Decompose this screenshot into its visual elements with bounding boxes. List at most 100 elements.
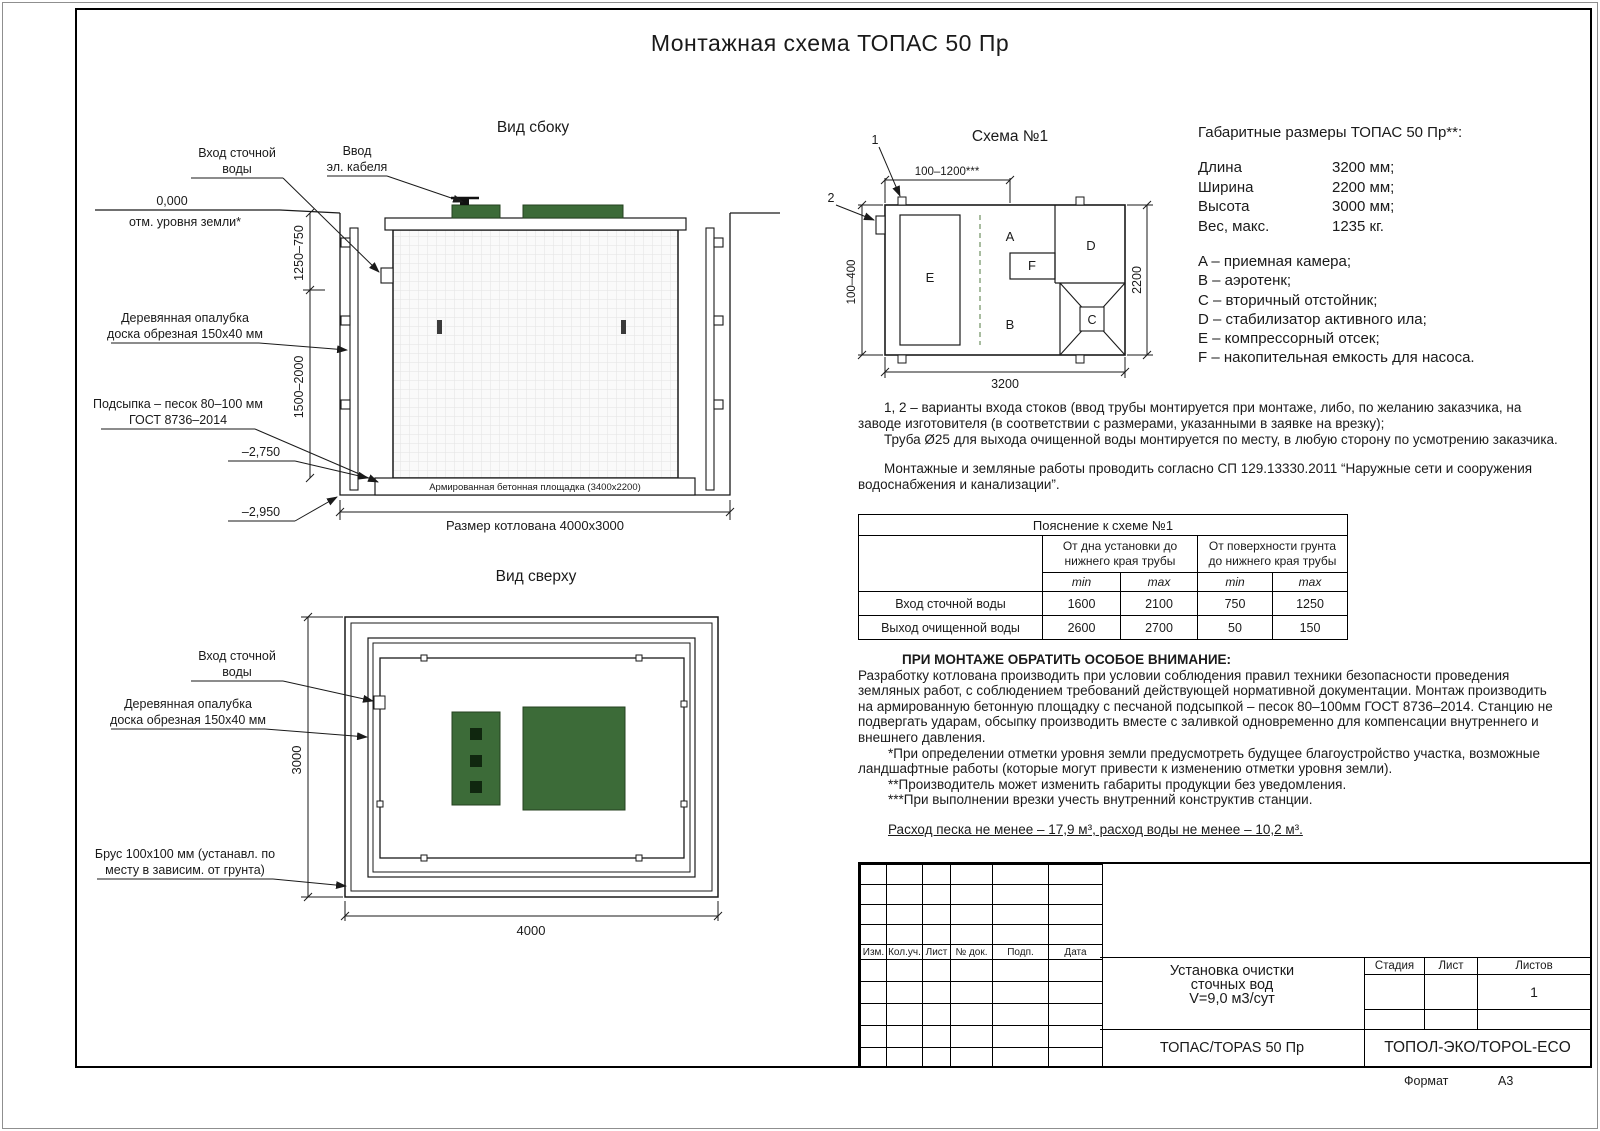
inlet-variant-1: 1: [872, 133, 879, 147]
attention-body: Разработку котлована производить при усл…: [858, 667, 1553, 745]
legend-item: A – приемная камера;: [1198, 253, 1352, 270]
top-dimension-lines: [301, 612, 723, 921]
legend-item: C – вторичный отстойник;: [1198, 291, 1378, 309]
beam-callout: Брус 100x100 мм (устанавл. по месту в за…: [95, 847, 347, 890]
col-data: Дата: [1048, 944, 1103, 960]
chamber-legend: A – приемная камера; B – аэротенк; C – в…: [1198, 252, 1475, 368]
table-corner-cell: [858, 535, 1043, 592]
formwork-label-2: доска обрезная 150x40 мм: [110, 713, 266, 727]
tank-lid-clips: [373, 654, 688, 862]
attention-note-2: **Производитель может изменить габариты …: [888, 776, 1347, 792]
elev-pad-bottom: –2,950: [242, 505, 280, 519]
scheme-dim-bottom: 3200: [991, 377, 1019, 391]
col-podp: Подп.: [992, 944, 1049, 960]
chamber-c-label: C: [1087, 313, 1096, 327]
formwork-label: Деревянная опалубка: [124, 697, 252, 711]
consumption-note: Расход песка не менее – 17,9 м³, расход …: [888, 821, 1303, 837]
dim-upper-label: 1250–750: [292, 225, 306, 281]
attention-title: ПРИ МОНТАЖЕ ОБРАТИТЬ ОСОБОЕ ВНИМАНИЕ:: [902, 652, 1232, 667]
col-list: Лист: [922, 944, 951, 960]
stage-header: Стадия: [1365, 958, 1425, 975]
table-group-1: От дна установки до нижнего края трубы: [1042, 535, 1198, 573]
top-dim-length: 4000: [517, 923, 546, 938]
formwork-callout-plan: Деревянная опалубка доска обрезная 150x4…: [110, 697, 368, 741]
scheme-drawing: Схема №1: [828, 128, 1153, 391]
scheme-body: [875, 196, 1126, 364]
scheme-callouts: 1 2: [828, 133, 901, 221]
chamber-f-label: F: [1028, 258, 1036, 273]
format-label: Формат: [1404, 1074, 1449, 1088]
formwork-boards: [340, 227, 724, 491]
row-cell: 1250: [1272, 591, 1348, 616]
sand-label-2: ГОСТ 8736–2014: [129, 413, 227, 427]
designation-cell: [1100, 864, 1590, 958]
table-row: Выход очищенной воды 2600 2700 50 150: [858, 615, 1348, 640]
scheme-dim-left: 100–400: [846, 260, 858, 305]
top-dim-width: 3000: [289, 746, 304, 775]
row-cell: 50: [1197, 615, 1273, 640]
sheets-value-2: [1478, 1010, 1590, 1030]
sand-label: Подсыпка – песок 80–100 мм: [93, 397, 263, 411]
stage-value-2: [1365, 1010, 1425, 1030]
note-sp: Монтажные и земляные работы проводить со…: [858, 461, 1533, 492]
pit-dimension-label: Размер котлована 4000х3000: [446, 518, 624, 533]
ground-elevation-label: отм. уровня земли*: [129, 215, 241, 229]
cable-label-2: эл. кабеля: [327, 160, 388, 174]
elev-pad-top: –2,750: [242, 445, 280, 459]
inlet-callout: Вход сточной воды: [191, 146, 380, 273]
row-cell: 750: [1197, 591, 1273, 616]
overall-dimensions-title: Габаритные размеры ТОПАС 50 Пр**:: [1198, 124, 1463, 141]
table-max-2: max: [1272, 572, 1348, 592]
product-cell: ТОПАС/TOPAS 50 Пр: [1100, 1030, 1365, 1066]
legend-item: D – стабилизатор активного ила;: [1198, 310, 1427, 328]
revision-grid: Изм. Кол.уч. Лист № док. Подп. Дата: [860, 864, 1103, 1066]
ground-elevation-mark: 0,000: [156, 194, 187, 208]
col-dok: № док.: [950, 944, 993, 960]
concrete-pad: [374, 477, 696, 496]
row-cell: 2600: [1042, 615, 1121, 640]
side-view-title: Вид сбоку: [497, 119, 570, 136]
scheme-dimensions: [857, 175, 1153, 378]
hatch-covers-plan: [451, 706, 626, 811]
pit-and-tank-plan: [344, 616, 719, 898]
row-cell: 2700: [1120, 615, 1198, 640]
table-group-2: От поверхности грунта до нижнего края тр…: [1197, 535, 1348, 573]
sheets-header: Листов: [1478, 958, 1590, 975]
chamber-d-label: D: [1086, 238, 1095, 253]
chamber-b-label: B: [1006, 317, 1015, 332]
sheets-value: 1: [1478, 975, 1590, 1010]
scheme-dim-top: 100–1200***: [915, 166, 980, 178]
sheet-value-2: [1425, 1010, 1478, 1030]
inlet-label: Вход сточной: [198, 146, 276, 160]
side-view-drawing: Вид сбоку: [93, 119, 780, 533]
row-cell: 150: [1272, 615, 1348, 640]
hatch-covers: [451, 196, 624, 219]
attention-note-1: *При определении отметки уровня земли пр…: [858, 745, 1541, 777]
format-value: А3: [1498, 1074, 1514, 1088]
project-name-cell: Установка очистки сточных вод V=9,0 м3/с…: [1100, 958, 1365, 1030]
sheet-value: [1425, 975, 1478, 1010]
dim-lower-label: 1500–2000: [292, 356, 306, 419]
inlet-label: Вход сточной: [198, 649, 276, 663]
attention-note-3: ***При выполнении врезки учесть внутренн…: [888, 792, 1313, 808]
top-view-title: Вид сверху: [496, 568, 577, 585]
explanation-table: Пояснение к схеме №1 От дна установки до…: [858, 514, 1348, 640]
chamber-e-label: E: [926, 270, 935, 285]
inlet-variant-2: 2: [828, 191, 835, 205]
col-koluch: Кол.уч.: [886, 944, 923, 960]
installation-notes: 1, 2 – варианты входа стоков (ввод трубы…: [858, 400, 1558, 493]
legend-item: F – накопительная емкость для насоса.: [1198, 349, 1475, 367]
inlet-callout-plan: Вход сточной воды: [191, 649, 374, 703]
col-izm: Изм.: [860, 944, 887, 960]
sand-callout: Подсыпка – песок 80–100 мм ГОСТ 8736–201…: [93, 397, 379, 483]
drawing-frame: [75, 8, 1592, 1068]
legend-item: E – компрессорный отсек;: [1198, 330, 1380, 348]
legend-item: B – аэротенк;: [1198, 272, 1292, 290]
chamber-a-label: A: [1006, 229, 1015, 244]
elevation-marks: –2,750 –2,950: [228, 445, 369, 522]
stage-value: [1365, 975, 1425, 1010]
beam-label: Брус 100x100 мм (устанавл. по: [95, 847, 275, 861]
